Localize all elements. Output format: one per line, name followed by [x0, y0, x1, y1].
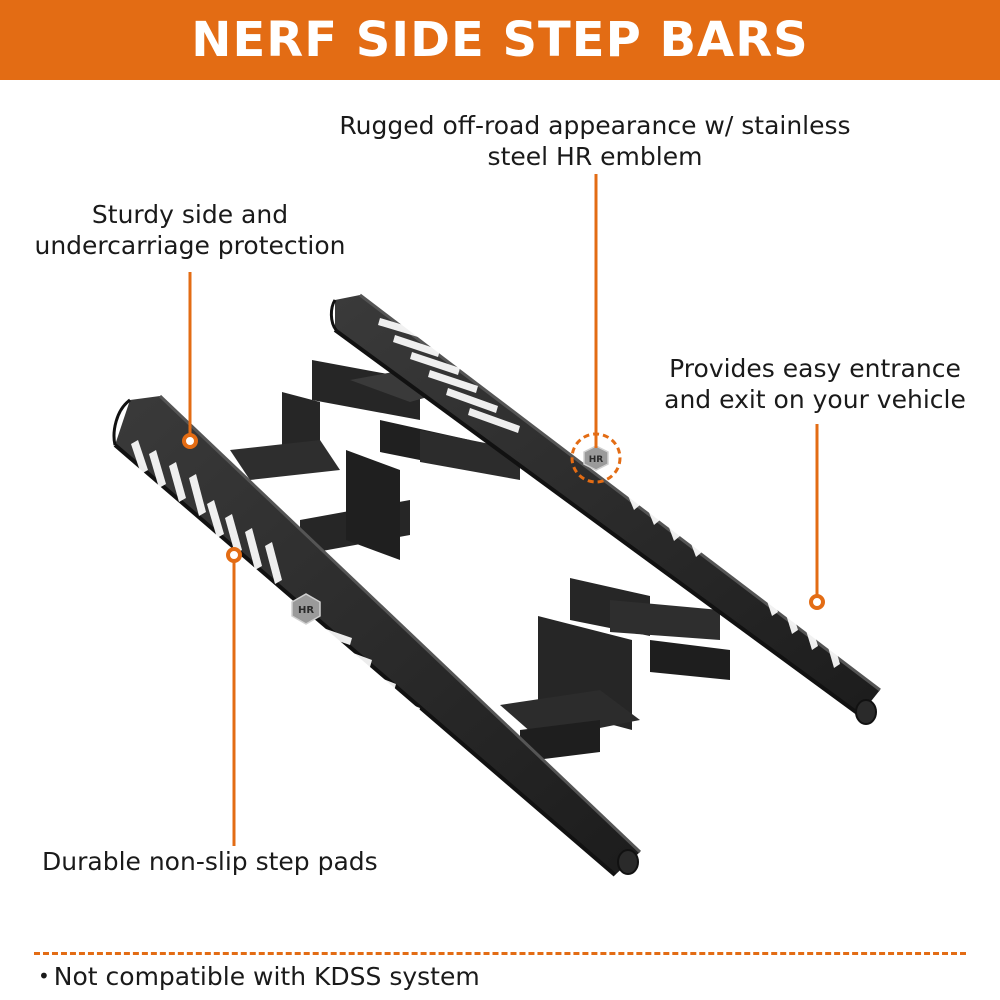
footer-divider: [34, 952, 966, 955]
rear-step-bar: HR: [312, 293, 881, 725]
page-title: NERF SIDE STEP BARS: [191, 12, 809, 68]
hr-emblem-icon: HR: [583, 445, 609, 471]
callout-protection-line1: Sturdy side and: [91, 200, 289, 229]
bullet-icon: •: [38, 964, 50, 988]
callout-emblem-line1: Rugged off-road appearance w/ stainless: [339, 111, 851, 140]
hr-emblem-icon: HR: [291, 593, 321, 625]
callout-emblem: Rugged off-road appearance w/ stainless …: [300, 110, 890, 172]
svg-text:HR: HR: [589, 455, 604, 465]
callout-emblem-line2: steel HR emblem: [487, 142, 703, 171]
callout-entrance: Provides easy entrance and exit on your …: [640, 353, 990, 415]
callout-protection-line2: undercarriage protection: [34, 231, 346, 260]
callout-step-pads-line1: Durable non-slip step pads: [42, 847, 378, 876]
callout-dot-icon: [809, 594, 825, 610]
front-bracket-2: [500, 616, 640, 762]
callout-step-pads: Durable non-slip step pads: [42, 846, 442, 877]
rear-step-slots: [378, 318, 840, 668]
callout-entrance-line2: and exit on your vehicle: [664, 385, 966, 414]
front-step-slots: [131, 440, 560, 853]
svg-text:HR: HR: [298, 605, 314, 616]
callout-dot-icon: [226, 547, 242, 563]
callout-protection: Sturdy side and undercarriage protection: [10, 199, 370, 261]
callout-leaders: [182, 174, 825, 846]
rear-bracket-2: [570, 578, 730, 680]
callout-dot-icon: [570, 432, 622, 484]
title-banner: NERF SIDE STEP BARS: [0, 0, 1000, 80]
compatibility-note-text: Not compatible with KDSS system: [53, 962, 480, 991]
callout-entrance-line1: Provides easy entrance: [669, 354, 961, 383]
front-bracket-1: [230, 392, 410, 560]
front-step-bar: HR: [112, 392, 642, 877]
callout-dot-icon: [182, 433, 198, 449]
compatibility-note: •Not compatible with KDSS system: [38, 959, 480, 994]
